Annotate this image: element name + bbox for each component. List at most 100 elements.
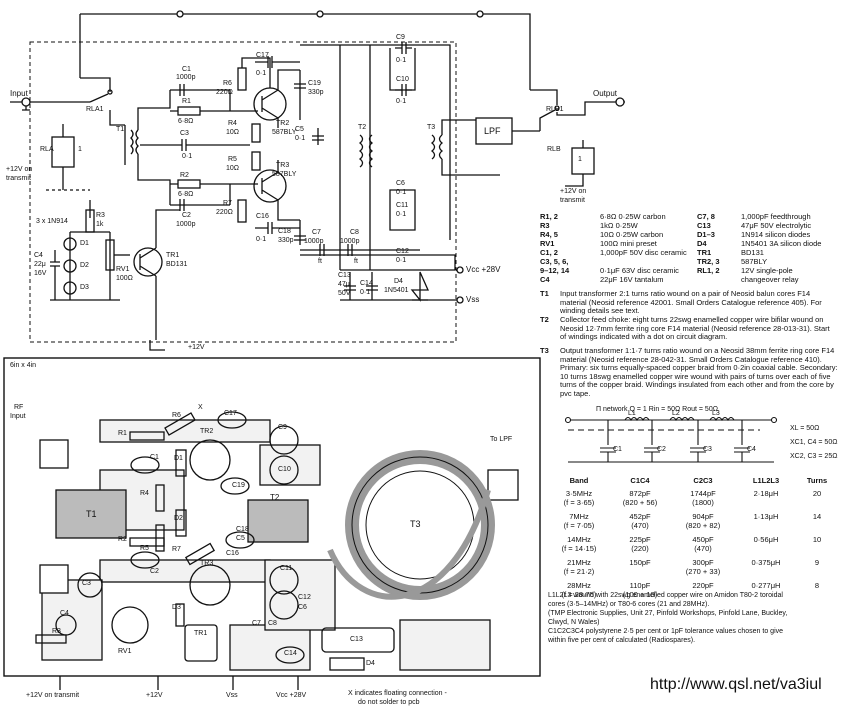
board-c2-label: C2 [150, 568, 159, 575]
r6-value: 220Ω [216, 89, 233, 96]
c2c3-header: C2C3 [693, 476, 713, 485]
c4-value: 22μ [34, 261, 46, 268]
board-c5-label: C5 [236, 535, 245, 542]
table-header-row: Band C1C4 C2C3 L1L2L3 Turns [548, 476, 838, 489]
tr3-label: TR3 [276, 162, 290, 169]
c13-value: 47μ [338, 281, 350, 288]
board-t1-label: T1 [86, 509, 97, 519]
filter-c1-label: C1 [613, 446, 622, 453]
t2-label: T2 [358, 124, 367, 131]
r5-label: R5 [228, 156, 237, 163]
c17-value: 0·1 [256, 70, 267, 77]
board-note-line-1: X indicates floating connection - [348, 690, 447, 697]
filter-xl: XL = 50Ω [790, 425, 820, 432]
component-row: changeover relay [741, 275, 799, 284]
c8-label: C8 [350, 229, 359, 236]
board-r1-label: R1 [118, 430, 127, 437]
board-tr2-label: TR2 [200, 428, 214, 435]
board-c17-label: C17 [224, 410, 237, 417]
board-d4-label: D4 [366, 660, 375, 667]
r3-value: 1k [96, 221, 104, 228]
table-row: 14MHz(f = 14·15) 225pF(220) 450pF(470) 0… [561, 535, 822, 553]
c2-value: 1000p [176, 221, 196, 228]
rv1-value: 100Ω [116, 275, 133, 282]
diodes-label: 3 x 1N914 [36, 218, 68, 225]
filter-c3-label: C3 [703, 446, 712, 453]
board-c14-label: C14 [284, 650, 297, 657]
c7-value: 1000p [304, 238, 324, 245]
d3-label: D3 [80, 284, 89, 291]
footnote-line: (TMP Electronic Supplies, Unit 27, Pinfo… [548, 610, 788, 617]
tr1-value: BD131 [166, 261, 188, 268]
c11-value: 0·1 [396, 211, 407, 218]
component-row: C3, 5, 6, [540, 257, 569, 266]
filter-xc14: XC1, C4 = 50Ω [790, 439, 838, 446]
r4-label: R4 [228, 120, 237, 127]
rlb1-label: RLB1 [546, 106, 564, 113]
c5-value: 0·1 [295, 135, 306, 142]
c8-value: 1000p [340, 238, 360, 245]
c6-value: 0·1 [396, 189, 407, 196]
c19-label: C19 [308, 80, 321, 87]
transmit-label: transmit [6, 175, 31, 182]
d4-label: D4 [394, 278, 403, 285]
c3-value: 0·1 [182, 153, 193, 160]
tr2-value: 587BLY [272, 129, 297, 136]
c4-label: C4 [34, 252, 43, 259]
c16-label: C16 [256, 213, 269, 220]
d2-label: D2 [80, 262, 89, 269]
c12-label: C12 [396, 248, 409, 255]
r2-value: 6·8Ω [178, 191, 194, 198]
lpf-label: LPF [484, 126, 501, 136]
c1-value: 1000p [176, 74, 196, 81]
board-c12-label: C12 [298, 594, 311, 601]
plus12v-label: +12V [188, 344, 205, 351]
c12-value: 0·1 [396, 257, 407, 264]
filter-l3-label: L3 [712, 410, 720, 417]
to-lpf-label: To LPF [490, 436, 513, 443]
c7-label: C7 [312, 229, 321, 236]
board-rv1-label: RV1 [118, 648, 132, 655]
filter-c2-label: C2 [657, 446, 666, 453]
filter-c4-label: C4 [747, 446, 756, 453]
board-c13-label: C13 [350, 636, 363, 643]
band-header: Band [569, 476, 589, 485]
output-transmit-label: transmit [560, 197, 585, 204]
input-label: Input [10, 89, 28, 98]
band-values-table: Band C1C4 C2C3 L1L2L3 Turns 3·5MHz(f = 3… [548, 476, 838, 604]
c10-label: C10 [396, 76, 409, 83]
board-d2-label: D2 [174, 515, 183, 522]
board-c10-label: C10 [278, 466, 291, 473]
c1-label: C1 [182, 66, 191, 73]
l1l2l3-header: L1L2L3 [752, 476, 780, 485]
board-r3-label: R3 [52, 628, 61, 635]
vcc-label: Vcc +28V [466, 265, 501, 274]
filter-l2-label: L2 [672, 410, 680, 417]
c14-value: 0·1 [360, 289, 371, 296]
tr1-label: TR1 [166, 252, 180, 259]
tr3-value: 587BLY [272, 171, 297, 178]
board-c9-label: C9 [278, 424, 287, 431]
output-label: Output [593, 89, 618, 98]
rlb-one-label: 1 [578, 156, 582, 163]
r7-value: 220Ω [216, 209, 233, 216]
tr2-label: TR2 [276, 120, 290, 127]
board-floating-x-label: X [198, 404, 203, 411]
board-tr1-label: TR1 [194, 630, 208, 637]
c13-label: C13 [338, 272, 351, 279]
board-t3-label: T3 [410, 519, 421, 529]
t1-label: T1 [116, 126, 125, 133]
rv1-label: RV1 [116, 266, 130, 273]
board-c3-label: C3 [82, 580, 91, 587]
